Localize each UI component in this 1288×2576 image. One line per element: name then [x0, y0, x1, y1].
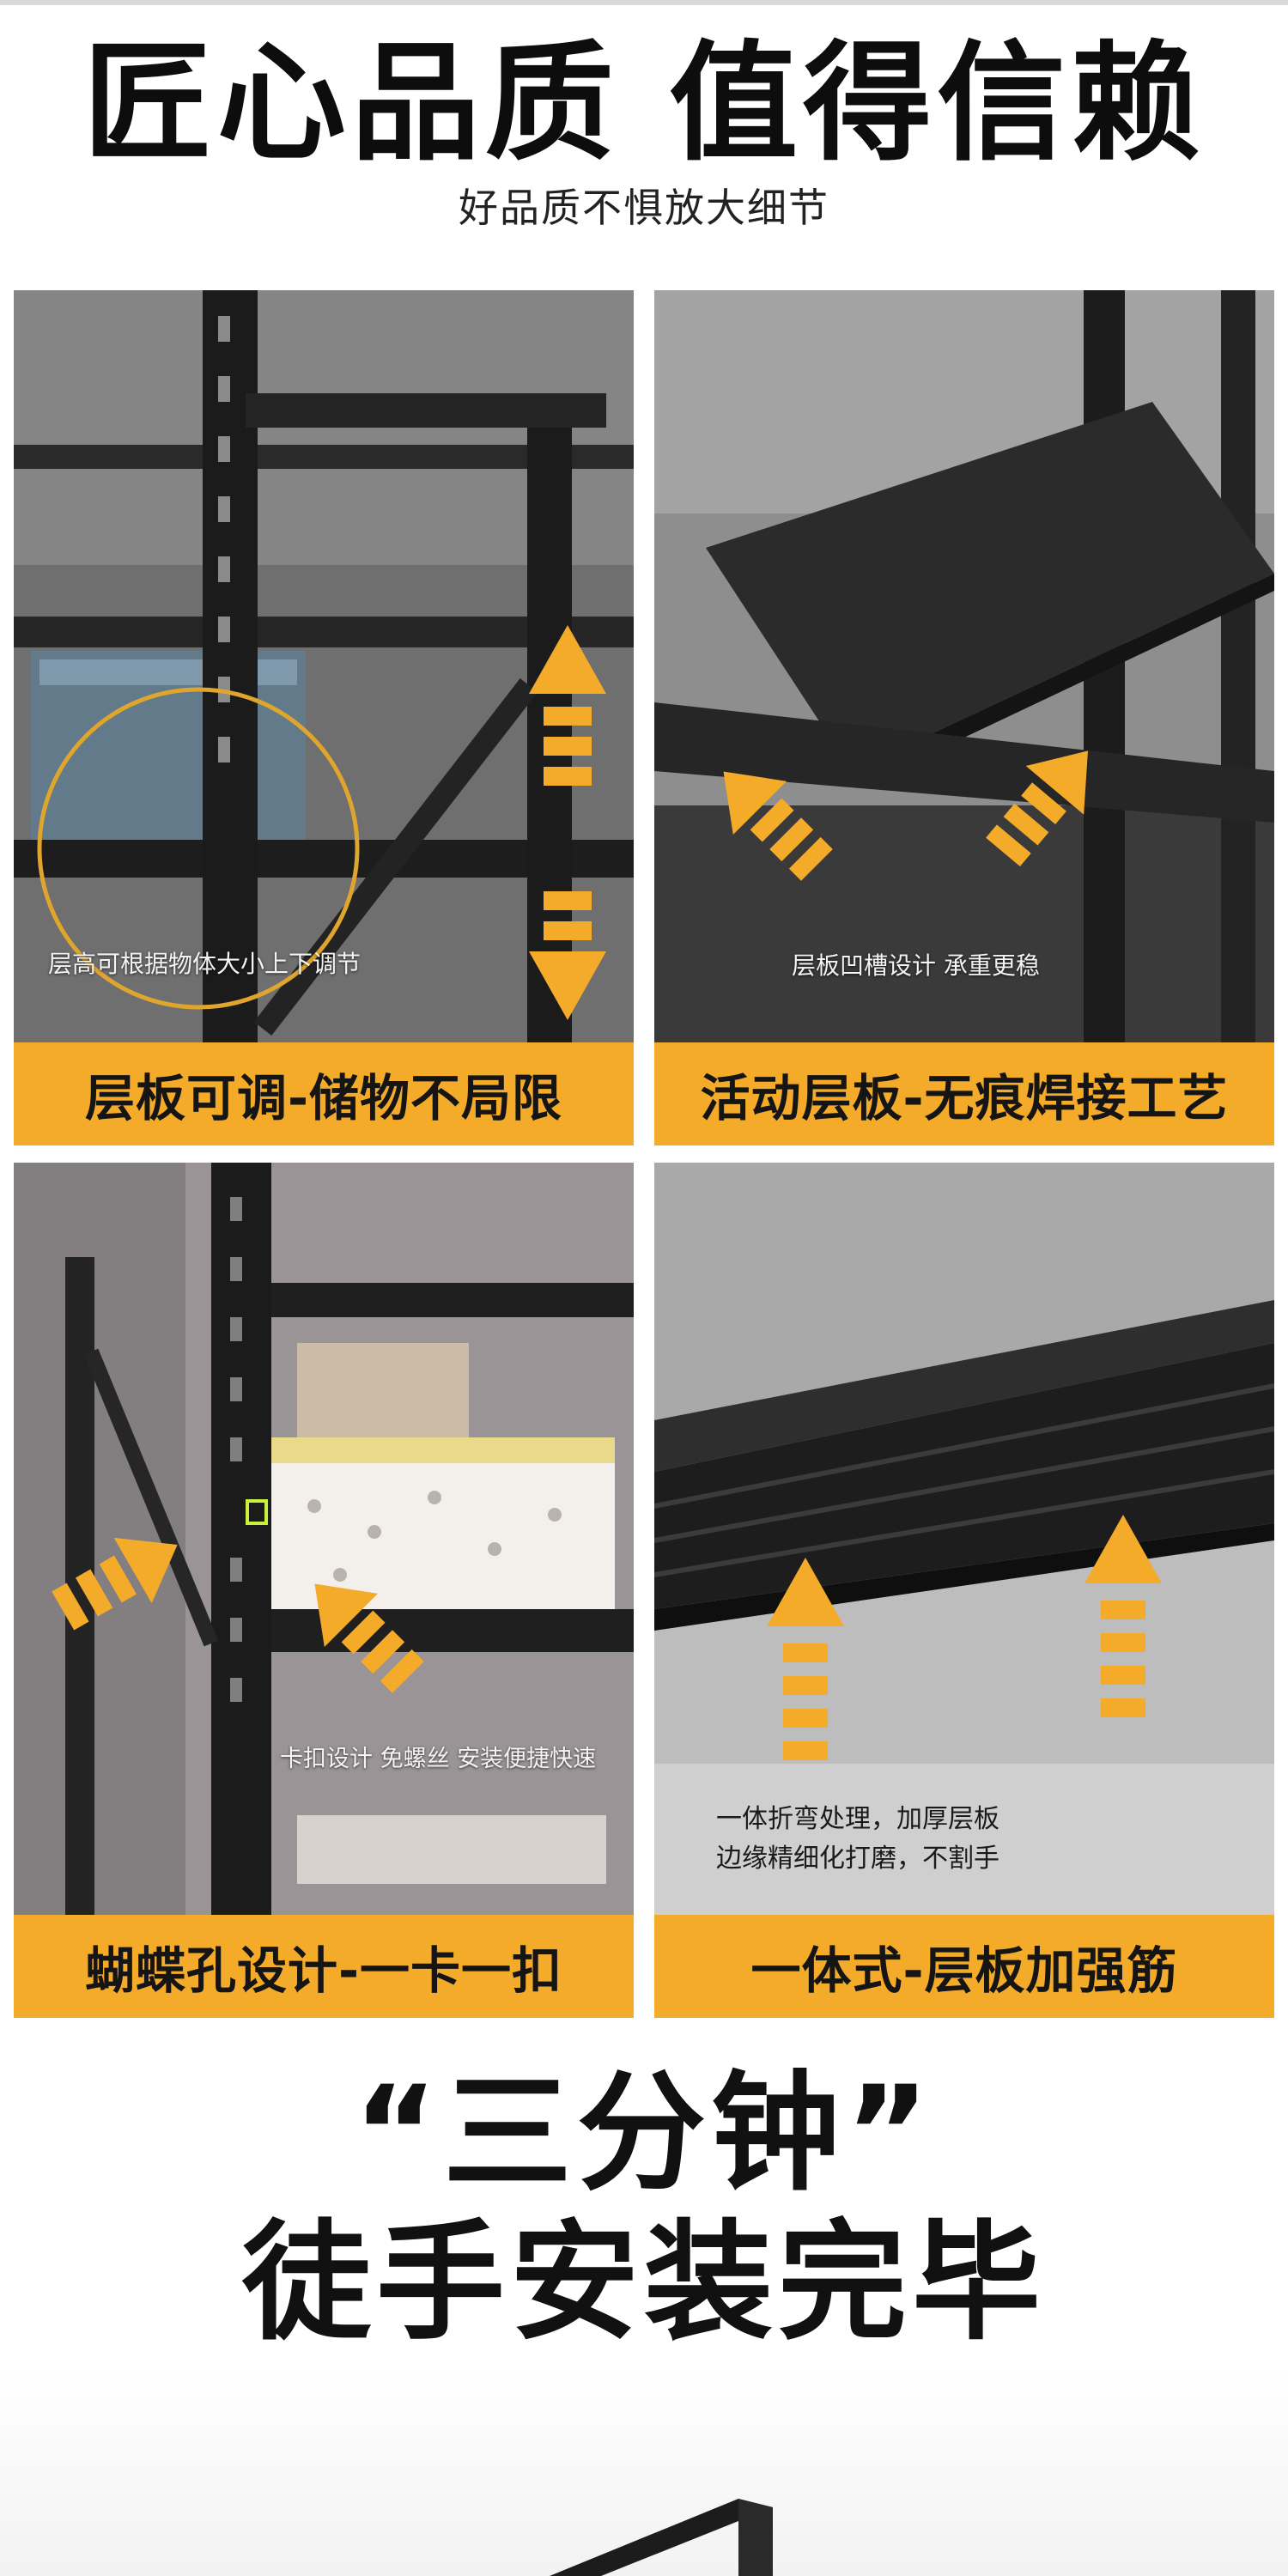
feature-panel-movable-shelf: 层板凹槽设计 承重更稳 活动层板-无痕焊接工艺: [654, 290, 1274, 1145]
page-title: 匠心品质 值得信赖: [82, 29, 1206, 179]
assembly-headline-line2: 徒手安装完毕: [241, 2208, 1046, 2358]
feature-banner: 层板可调-储物不局限: [14, 1042, 634, 1145]
top-divider: [0, 0, 1288, 5]
feature-banner: 活动层板-无痕焊接工艺: [654, 1042, 1274, 1145]
shelf-photo-adjustable: [14, 290, 634, 1042]
assembly-headline: “三分钟” 徒手安装完毕: [0, 2061, 1288, 2356]
bottom-section: [0, 2370, 1288, 2576]
page-subtitle: 好品质不惧放大细节: [459, 185, 829, 231]
shelf-photo-butterfly: [14, 1163, 634, 1915]
feature-panel-butterfly-hole: 卡扣设计 免螺丝 安装便捷快速 蝴蝶孔设计-一卡一扣: [14, 1163, 634, 2018]
feature-caption-line: 一体折弯处理，加厚层板: [716, 1804, 999, 1834]
feature-banner-label: 一体式-层板加强筋: [750, 1941, 1178, 2000]
assembly-headline-line1: “三分钟”: [353, 2059, 935, 2208]
feature-banner: 一体式-层板加强筋: [654, 1915, 1274, 2018]
feature-panel-reinforced: 一体折弯处理，加厚层板 边缘精细化打磨，不割手 一体式-层板加强筋: [654, 1163, 1274, 2018]
feature-banner: 蝴蝶孔设计-一卡一扣: [14, 1915, 634, 2018]
feature-caption: 一体折弯处理，加厚层板 边缘精细化打磨，不割手: [716, 1800, 999, 1879]
feature-caption: 层高可根据物体大小上下调节: [48, 950, 361, 978]
feature-banner-label: 层板可调-储物不局限: [84, 1069, 563, 1127]
shelf-corner-graphic: [550, 2499, 773, 2576]
shelf-photo-reinforced: [654, 1163, 1274, 1915]
feature-banner-label: 蝴蝶孔设计-一卡一扣: [84, 1941, 563, 2000]
feature-caption-line: 边缘精细化打磨，不割手: [716, 1844, 999, 1874]
feature-caption: 卡扣设计 免螺丝 安装便捷快速: [280, 1746, 597, 1772]
feature-panel-adjustable: 层高可根据物体大小上下调节 层板可调-储物不局限: [14, 290, 634, 1145]
shelf-photo-movable: [654, 290, 1274, 1042]
feature-caption: 层板凹槽设计 承重更稳: [792, 951, 1040, 980]
feature-banner-label: 活动层板-无痕焊接工艺: [700, 1069, 1229, 1127]
